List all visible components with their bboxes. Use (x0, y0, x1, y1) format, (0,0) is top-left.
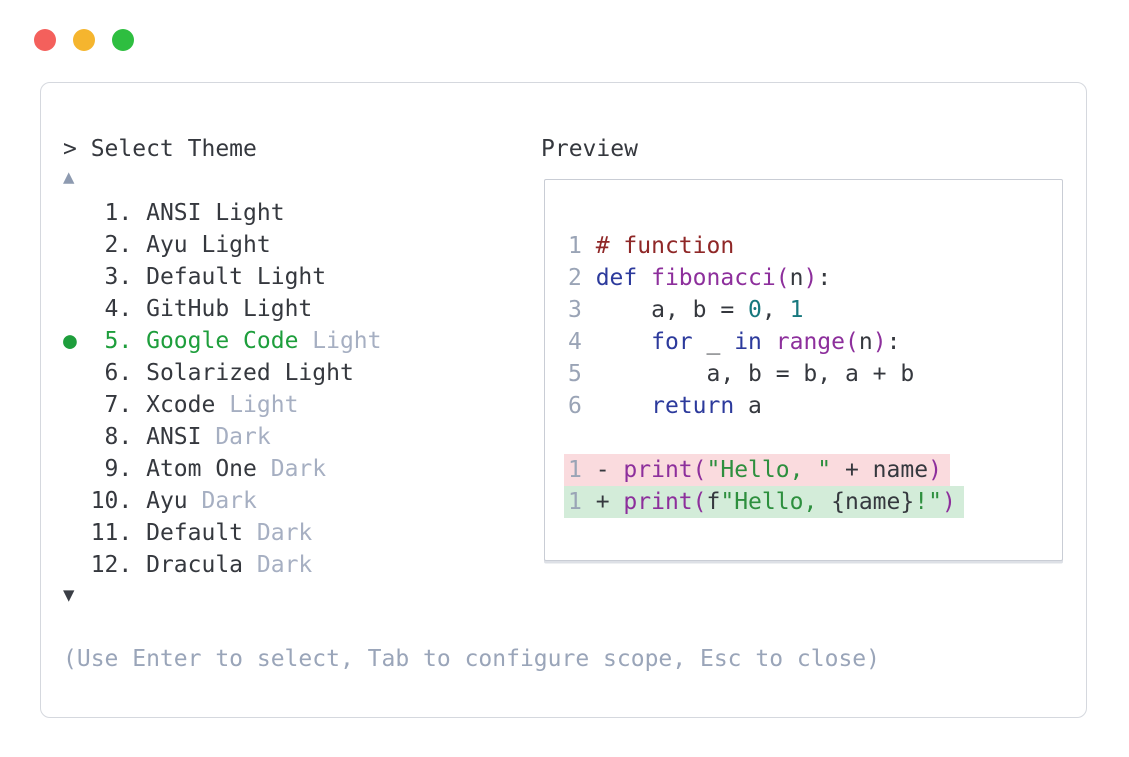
diff-line-added: 1 + print(f"Hello, {name}!") (564, 486, 964, 518)
window-controls (34, 29, 134, 51)
theme-list-item[interactable]: ● 5. Google Code Light (63, 328, 382, 354)
keyboard-hints: (Use Enter to select, Tab to configure s… (63, 646, 880, 672)
zoom-button-icon[interactable] (112, 29, 134, 51)
code-line: 6 return a (568, 393, 762, 419)
theme-list-item[interactable]: 11. Default Dark (63, 520, 313, 546)
theme-list: 1. ANSI Light 2. Ayu Light 3. Default Li… (63, 197, 382, 581)
diff-line-removed: 1 - print("Hello, " + name) (564, 454, 964, 486)
code-line: 5 a, b = b, a + b (568, 361, 915, 387)
theme-list-item[interactable]: 12. Dracula Dark (63, 552, 313, 578)
theme-list-item[interactable]: 6. Solarized Light (63, 360, 354, 386)
theme-list-item[interactable]: 3. Default Light (63, 264, 327, 290)
theme-list-item[interactable]: 7. Xcode Light (63, 392, 299, 418)
close-button-icon[interactable] (34, 29, 56, 51)
scroll-down-icon[interactable]: ▼ (63, 584, 75, 606)
preview-title: Preview (541, 136, 638, 162)
theme-list-item[interactable]: 10. Ayu Dark (63, 488, 257, 514)
minimize-button-icon[interactable] (73, 29, 95, 51)
code-sample: 1 # function 2 def fibonacci(n): 3 a, b = … (564, 230, 964, 518)
theme-list-item[interactable]: 8. ANSI Dark (63, 424, 271, 450)
code-line: 3 a, b = 0, 1 (568, 297, 804, 323)
preview-pane: 1 # function 2 def fibonacci(n): 3 a, b = … (544, 179, 1063, 561)
theme-list-item[interactable]: 9. Atom One Dark (63, 456, 327, 482)
theme-list-item[interactable]: 2. Ayu Light (63, 232, 271, 258)
theme-list-item[interactable]: 1. ANSI Light (63, 200, 285, 226)
dialog-title: > Select Theme (63, 136, 257, 162)
scroll-up-icon[interactable]: ▲ (63, 166, 75, 188)
code-line: 2 def fibonacci(n): (568, 265, 832, 291)
code-line: 1 # function (568, 233, 735, 259)
code-line: 4 for _ in range(n): (568, 329, 901, 355)
code-blank-line (568, 422, 964, 454)
theme-selector-dialog: > Select Theme ▲ 1. ANSI Light 2. Ayu Li… (40, 82, 1087, 718)
theme-list-item[interactable]: 4. GitHub Light (63, 296, 313, 322)
